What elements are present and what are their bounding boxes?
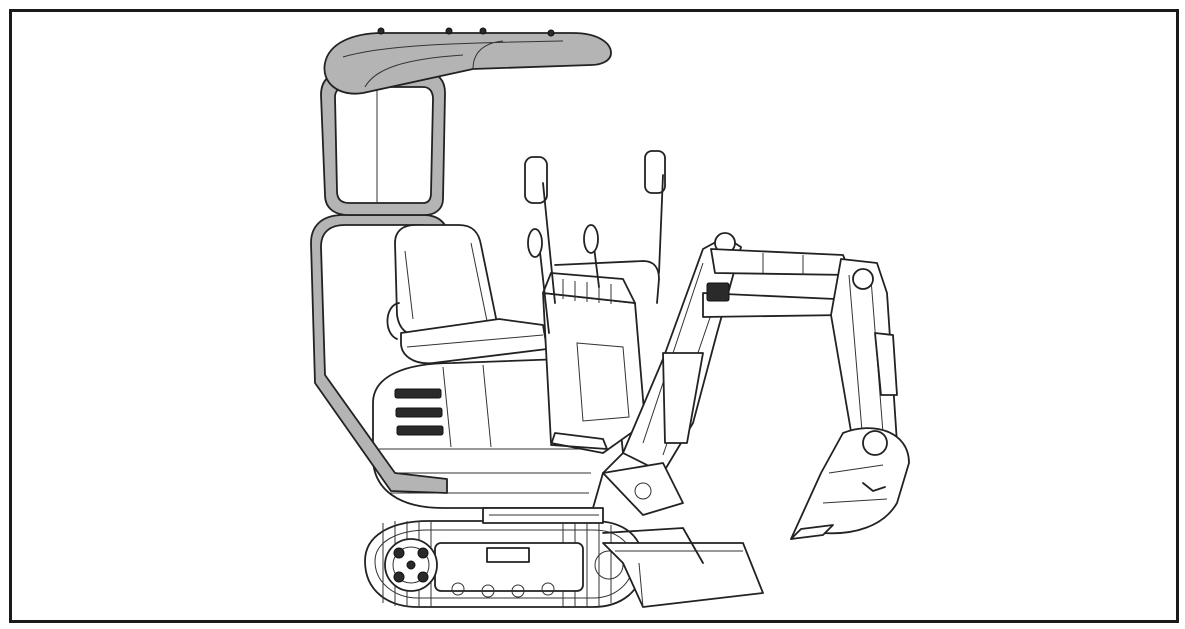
mirrors: [524, 150, 666, 304]
mini-excavator-illustration: [310, 27, 910, 608]
track-assembly: [364, 520, 644, 608]
operator-seat: [386, 224, 548, 365]
dozer-blade: [602, 527, 764, 608]
bucket: [790, 427, 910, 540]
control-console: [527, 224, 660, 454]
swing-bracket: [602, 352, 704, 516]
figure-frame: [9, 9, 1179, 623]
dipper-arm: [830, 258, 898, 452]
canopy-roof: [323, 27, 612, 95]
